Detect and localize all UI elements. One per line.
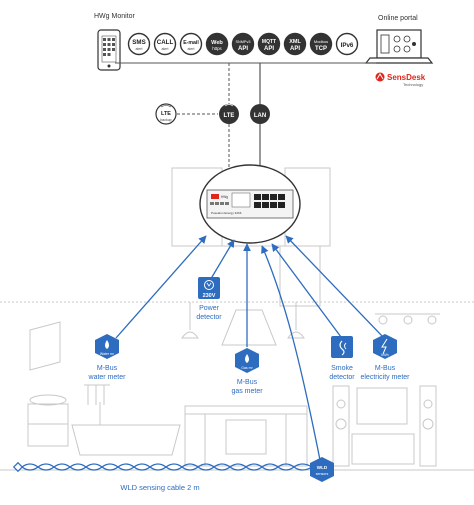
svg-text:backup: backup [160, 118, 171, 122]
svg-text:HWg: HWg [221, 195, 228, 199]
svg-text:Power: Power [199, 305, 220, 312]
wld-sensing-cable: WLD sensing cable 2 m [12, 461, 313, 492]
online-portal-title: Online portal [378, 15, 418, 22]
protocol-circle-sms: SMS alert [127, 32, 151, 56]
svg-text:M-Bus: M-Bus [237, 379, 258, 386]
svg-text:XML: XML [289, 39, 301, 45]
sensor-connections [115, 235, 385, 461]
svg-text:SMS: SMS [132, 39, 145, 46]
svg-text:Modbus: Modbus [314, 39, 328, 44]
power-detector-sensor: 230V Power detector [196, 277, 222, 321]
device-plate: Poseidon Energy 3266 [211, 211, 242, 215]
protocol-circle-xml: XML API [283, 32, 307, 56]
electricity-meter-arrow [285, 235, 385, 339]
lan-badge: LAN [250, 104, 270, 124]
svg-text:TCP: TCP [315, 46, 327, 52]
rj45-ports [254, 194, 285, 208]
svg-text:alert: alert [162, 47, 169, 51]
water-meter-sensor: Water m³ M-Bus water meter [88, 334, 127, 381]
svg-text:M-Bus: M-Bus [97, 365, 118, 372]
water-meter-arrow [115, 235, 207, 339]
electricity-meter-sensor: kWh M-Bus electricity meter [360, 334, 410, 381]
svg-text:Water m³: Water m³ [100, 352, 115, 356]
power-detector-arrow [208, 239, 235, 283]
svg-text:alert: alert [136, 47, 143, 51]
lte-backup-badge: LTE backup [155, 103, 177, 125]
svg-text:Web: Web [211, 40, 223, 46]
gas-meter-sensor: Gas m³ M-Bus gas meter [231, 348, 263, 395]
protocol-circle-web: Web https [205, 32, 229, 56]
svg-text:detector: detector [329, 374, 355, 381]
protocol-circle-snmp: SNMPv3 API [231, 32, 255, 56]
svg-text:electricity meter: electricity meter [360, 374, 410, 381]
svg-text:SNMPv3: SNMPv3 [236, 40, 251, 44]
svg-text:water meter: water meter [88, 374, 127, 381]
sensdesk-name: SensDesk [387, 73, 426, 82]
svg-text:Smoke: Smoke [331, 365, 353, 372]
hwg-monitor-title: HWg Monitor [94, 13, 136, 20]
svg-text:WLD: WLD [317, 465, 328, 470]
protocol-circle-ipv6: IPv6 [335, 32, 359, 56]
svg-text:API: API [238, 46, 248, 52]
svg-text:API: API [290, 46, 300, 52]
svg-text:LTE: LTE [161, 111, 171, 117]
svg-text:CALL: CALL [157, 39, 174, 46]
svg-text:gas meter: gas meter [231, 388, 263, 395]
svg-text:IPv6: IPv6 [341, 42, 354, 49]
svg-text:detector: detector [196, 314, 222, 321]
sensdesk-logo: SensDesk Technology [375, 72, 426, 87]
svg-text:M-Bus: M-Bus [375, 365, 396, 372]
smartphone-icon [97, 29, 121, 71]
sensdesk-tagline: Technology [403, 82, 423, 87]
protocol-circle-mqtt: MQTT API [257, 32, 281, 56]
svg-text:230V: 230V [203, 293, 216, 299]
protocol-circle-modbus: Modbus TCP [309, 32, 333, 56]
svg-text:E-mail: E-mail [183, 40, 199, 46]
wld-sensor-arrow [261, 245, 321, 461]
lte-badge: LTE [219, 104, 239, 124]
svg-text:LTE: LTE [224, 113, 235, 119]
protocol-circle-call: CALL alert [153, 32, 177, 56]
svg-text:MQTT: MQTT [262, 39, 276, 45]
smoke-detector-sensor: Smoke detector [329, 336, 355, 381]
svg-text:https: https [212, 46, 222, 51]
laptop-icon [364, 29, 434, 64]
svg-text:sensors: sensors [316, 472, 329, 476]
poseidon-device: HWg Poseidon Energy 3266 [199, 164, 301, 244]
room-background [0, 167, 474, 471]
svg-text:LAN: LAN [254, 113, 266, 119]
svg-text:Gas m³: Gas m³ [241, 366, 253, 370]
svg-text:API: API [264, 46, 274, 52]
smoke-detector-arrow [271, 243, 342, 338]
protocol-row: SMS alert CALL alert E-mail alert Web ht… [127, 32, 359, 56]
protocol-circle-email: E-mail alert [179, 32, 203, 56]
wld-cable-label: WLD sensing cable 2 m [120, 483, 199, 492]
wld-sensor-badge: WLD sensors [310, 457, 334, 482]
svg-text:kWh: kWh [381, 353, 389, 357]
svg-text:alert: alert [188, 47, 195, 51]
